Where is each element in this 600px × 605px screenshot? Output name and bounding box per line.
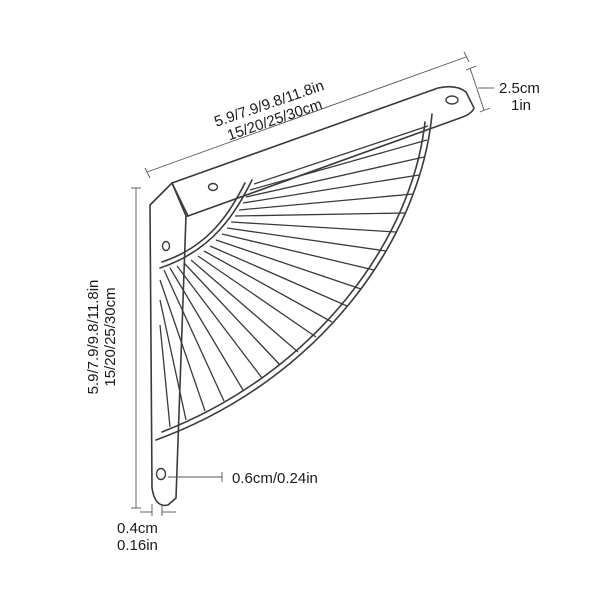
side-length-label: 5.9/7.9/9.8/11.8in 15/20/25/30cm — [85, 280, 119, 395]
dim-top-line — [146, 56, 467, 173]
top-hole-1 — [445, 95, 459, 105]
side-hole-1 — [161, 240, 171, 252]
outer-arc — [155, 113, 433, 441]
outer-arc-inner — [161, 121, 426, 433]
thickness-metric: 0.4cm — [117, 520, 158, 537]
width-label: 2.5cm 1in — [499, 80, 540, 114]
inner-arc — [159, 179, 253, 269]
thickness-imperial: 0.16in — [117, 537, 158, 554]
side-length-metric: 15/20/25/30cm — [102, 287, 119, 387]
bracket-vertical-arm — [149, 182, 187, 507]
inner-arc-inner — [161, 182, 246, 263]
side-length-imperial: 5.9/7.9/9.8/11.8in — [85, 279, 102, 395]
width-imperial: 1in — [511, 97, 532, 114]
width-metric: 2.5cm — [499, 80, 540, 97]
hole-size-label: 0.6cm/0.24in — [232, 470, 318, 487]
dim-width-line — [469, 67, 485, 111]
side-hole-2 — [155, 467, 167, 481]
bracket-top-arm — [171, 85, 475, 217]
thickness-label: 0.4cm 0.16in — [117, 520, 158, 554]
fan-ribs — [159, 125, 429, 428]
top-hole-2 — [207, 182, 219, 192]
